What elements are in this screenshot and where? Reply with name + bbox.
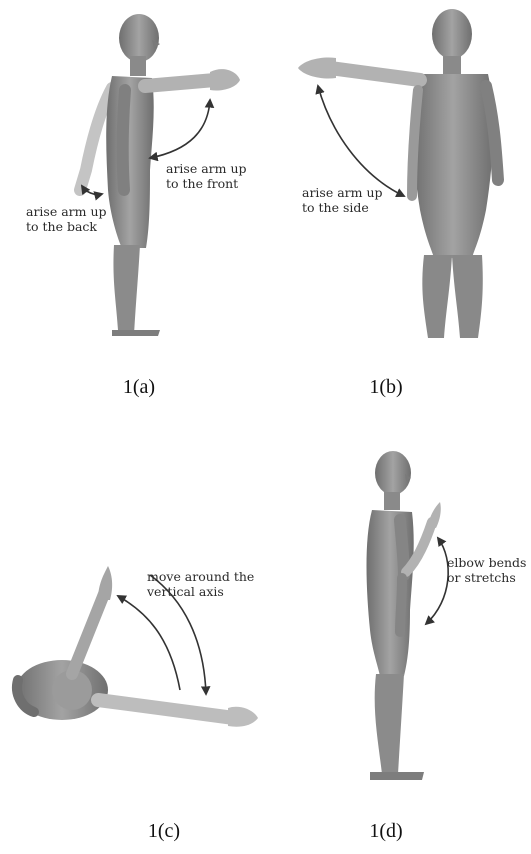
annotation-arm-side: arise arm up to the side: [302, 185, 383, 215]
panel-b-figure: [298, 9, 498, 338]
annotation-elbow: elbow bends or stretchs: [447, 555, 526, 585]
caption-panel-a: 1(a): [99, 376, 179, 399]
annotation-vertical-axis: move around the vertical axis: [147, 569, 254, 599]
annotation-arm-front: arise arm up to the front: [166, 161, 247, 191]
caption-panel-c: 1(c): [124, 820, 204, 843]
panel-d-figure: [367, 451, 449, 780]
caption-panel-b: 1(b): [346, 376, 426, 399]
annotation-arm-back: arise arm up to the back: [26, 204, 107, 234]
caption-panel-d: 1(d): [346, 820, 426, 843]
